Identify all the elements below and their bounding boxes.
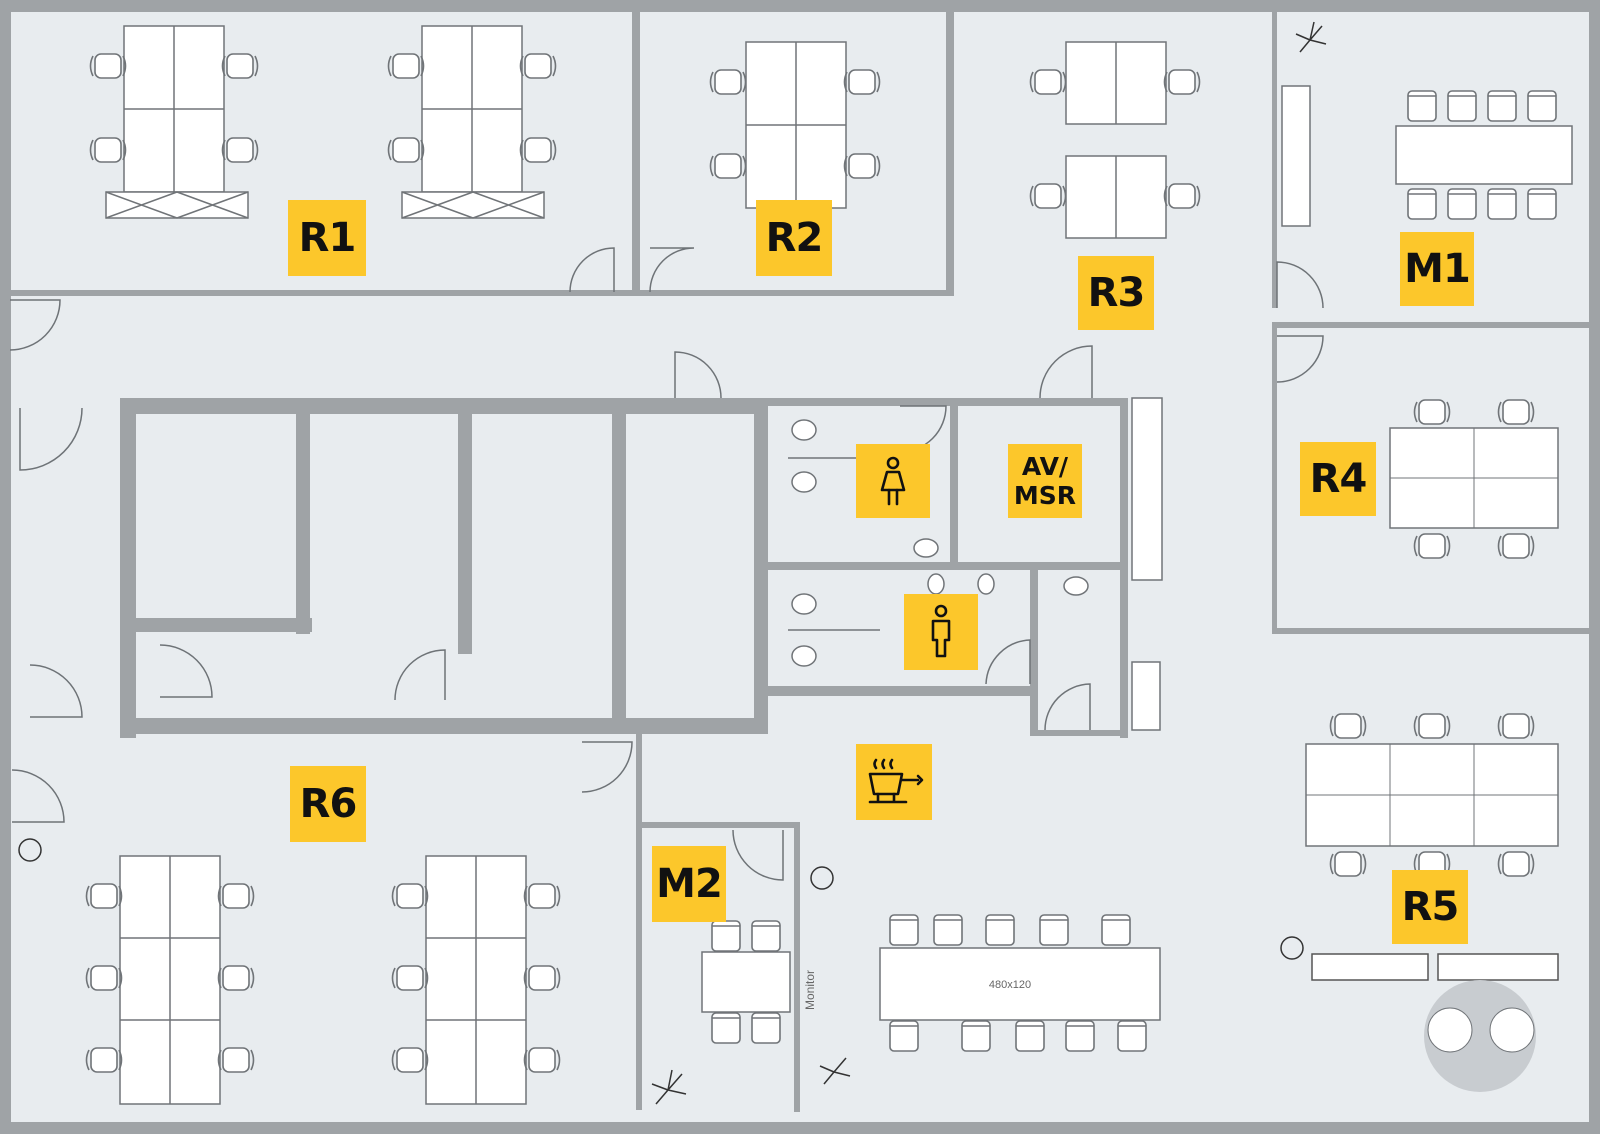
room-label-r3: R3 xyxy=(1078,256,1154,330)
mens-restroom-icon xyxy=(904,594,978,670)
room-label-r6: R6 xyxy=(290,766,366,842)
room-label-r4: R4 xyxy=(1300,442,1376,516)
room-label-r2: R2 xyxy=(756,200,832,276)
desk-cluster-r4 xyxy=(1389,399,1559,559)
monitor-label: Monitor xyxy=(803,970,817,1010)
restroom-fixtures xyxy=(788,397,1163,731)
long-table: 480x120 xyxy=(879,914,1161,1052)
kitchen-icon xyxy=(856,744,932,820)
walls xyxy=(10,12,1592,1112)
desk-cluster-r2 xyxy=(745,41,847,209)
desk-cluster-r5 xyxy=(1305,713,1559,1092)
meeting-table-m2: Monitor xyxy=(701,920,817,1044)
desk-cluster-r3 xyxy=(1065,41,1167,239)
table-size-label: 480x120 xyxy=(989,979,1031,991)
womens-restroom-icon xyxy=(856,444,930,518)
meeting-table-m1 xyxy=(1281,85,1573,227)
room-label-r1: R1 xyxy=(288,200,366,276)
plants xyxy=(18,21,1327,1105)
room-label-r5: R5 xyxy=(1392,870,1468,944)
room-label-av-msr: AV/ MSR xyxy=(1008,444,1082,518)
desk-cluster-r6 xyxy=(119,855,527,1105)
room-label-m1: M1 xyxy=(1400,232,1474,306)
room-label-m2: M2 xyxy=(652,846,726,922)
desk-cluster-r1 xyxy=(105,25,545,219)
